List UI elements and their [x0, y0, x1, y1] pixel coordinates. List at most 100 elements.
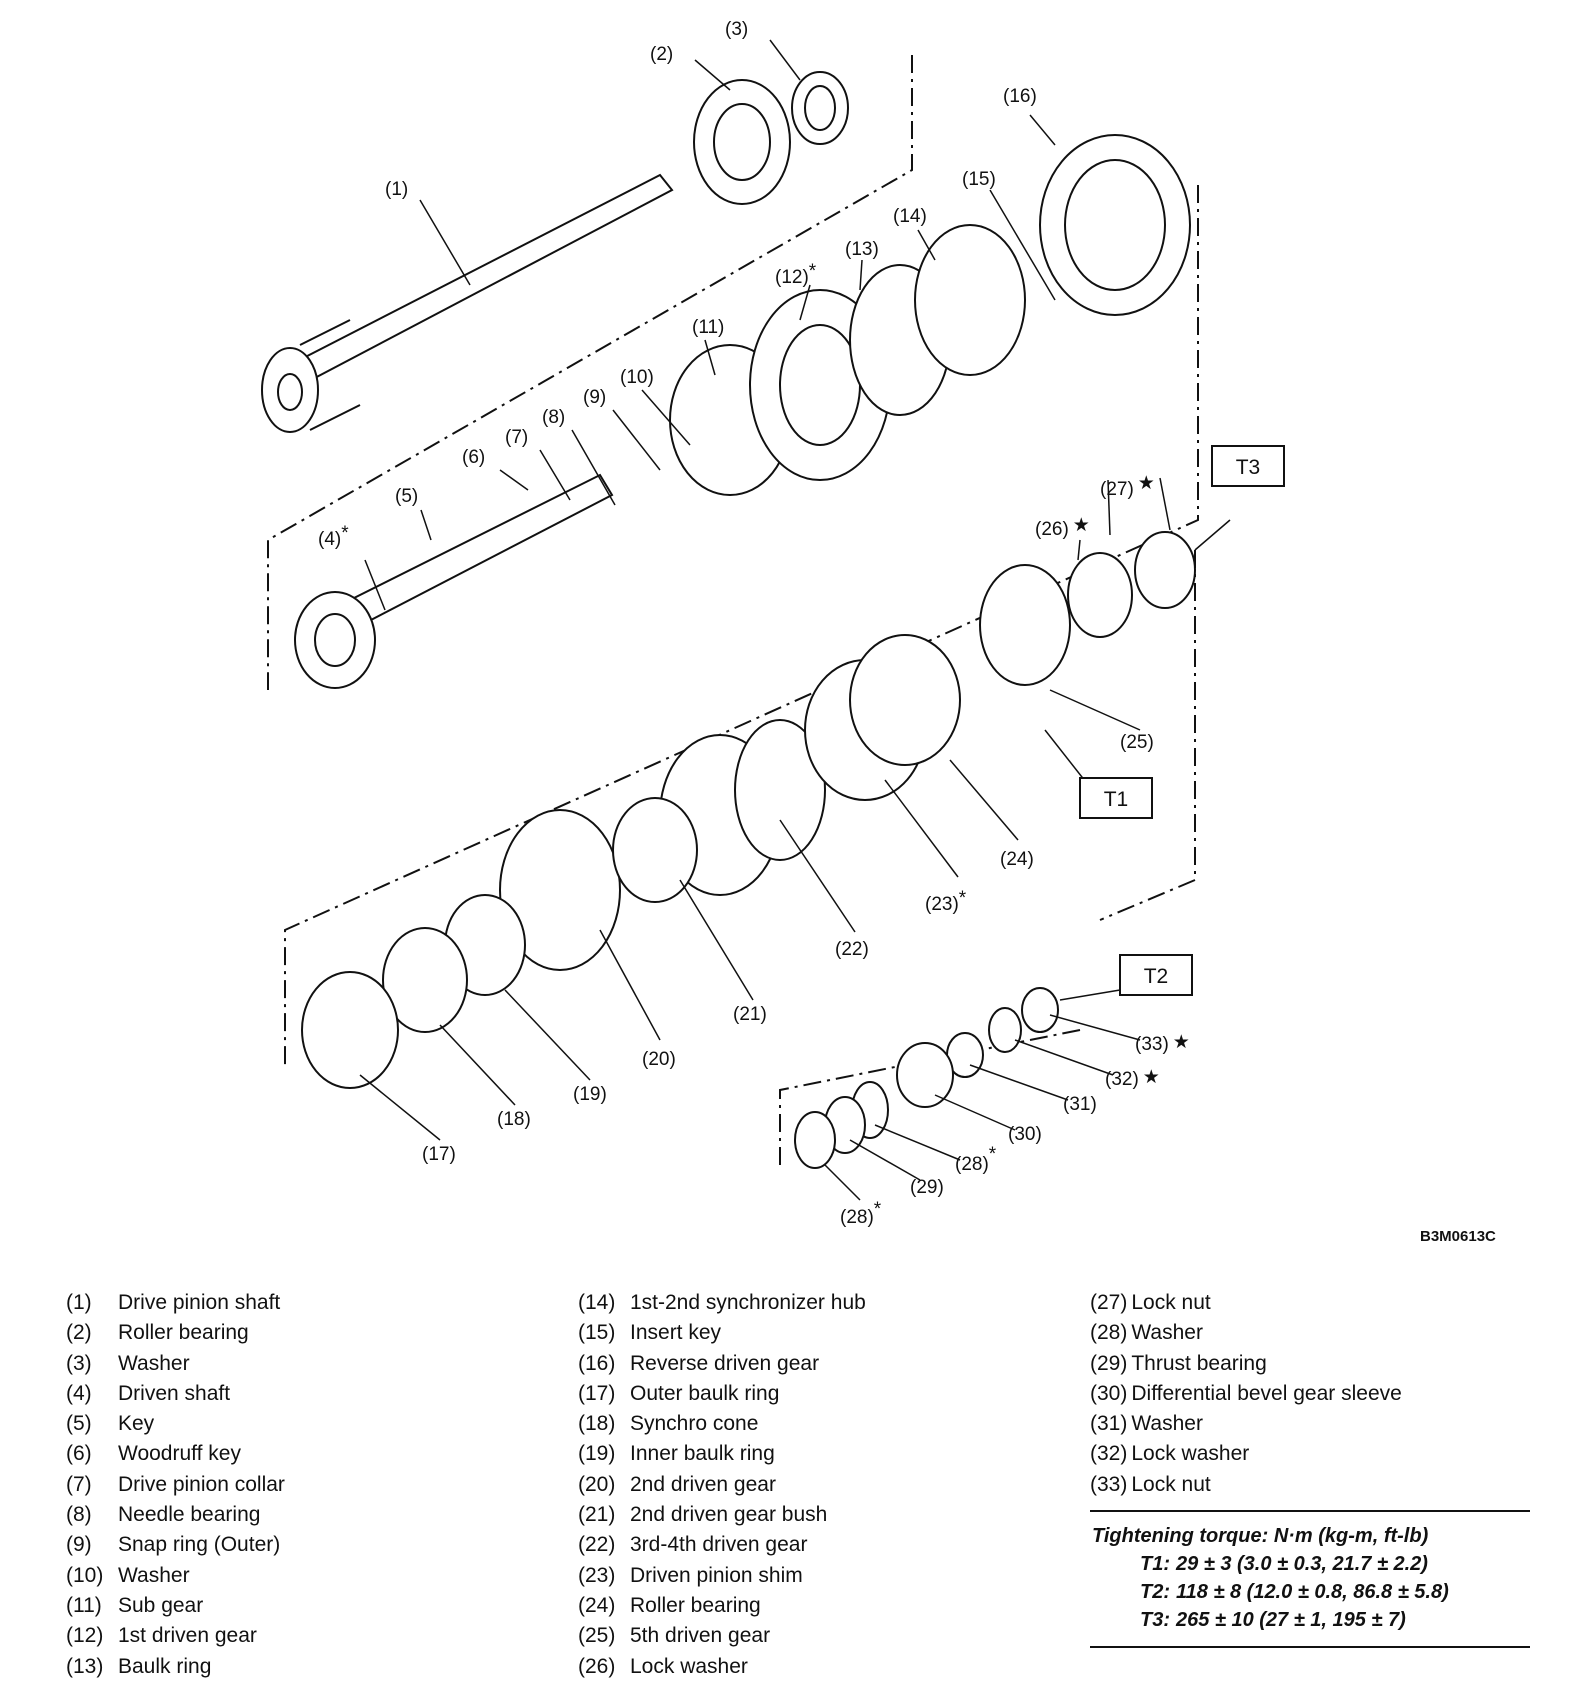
legend-item: (28)Washer — [1090, 1318, 1402, 1348]
callout-14: (14) — [893, 206, 927, 227]
torque-heading: Tightening torque: N·m (kg-m, ft-lb) — [1092, 1525, 1429, 1547]
legend-name: Snap ring (Outer) — [118, 1533, 281, 1557]
legend-item: (16)Reverse driven gear — [578, 1349, 866, 1379]
legend-num: (4) — [66, 1381, 92, 1405]
legend-num: (11) — [66, 1593, 102, 1617]
legend-item: (4)Driven shaft — [66, 1379, 285, 1409]
legend-name: Baulk ring — [118, 1654, 212, 1678]
torque-box-label: T1 — [1104, 788, 1129, 811]
legend-item: (14)1st-2nd synchronizer hub — [578, 1288, 866, 1318]
legend-item: (23)Driven pinion shim — [578, 1561, 866, 1591]
legend-name: Drive pinion collar — [118, 1472, 285, 1496]
legend-num: (12) — [66, 1624, 104, 1648]
legend-num: (22) — [578, 1533, 616, 1557]
callout-27: (27)★ — [1100, 473, 1155, 500]
legend-num: (33) — [1090, 1472, 1128, 1496]
legend-item: (19) Inner baulk ring — [578, 1439, 866, 1469]
callout-5: (5) — [395, 486, 418, 507]
torque-value: 265 ± 10 (27 ± 1, 195 ± 7) — [1176, 1609, 1406, 1631]
legend-num: (1) — [66, 1291, 92, 1314]
legend-item: (1)Drive pinion shaft — [66, 1288, 285, 1318]
legend-num: (6) — [66, 1442, 92, 1466]
callout-19: (19) — [573, 1084, 607, 1105]
legend-name: Washer — [118, 1563, 190, 1587]
callout-33: (33)★ — [1135, 1032, 1190, 1055]
legend-item: (7) Drive pinion collar — [66, 1470, 285, 1500]
legend-item: (3)Washer — [66, 1349, 285, 1379]
legend-num: (27) — [1090, 1291, 1128, 1314]
driven-shaft — [294, 473, 614, 689]
legend-item: (2) Roller bearing — [66, 1318, 285, 1348]
legend-name: Reverse driven gear — [630, 1351, 820, 1375]
legend-item: (26) Lock washer — [578, 1652, 866, 1682]
legend-item: (5) Key — [66, 1409, 285, 1439]
callout-16: (16) — [1003, 86, 1037, 107]
callout-30: (30) — [1008, 1124, 1042, 1145]
figure-id: B3M0613C — [1420, 1228, 1496, 1245]
legend-num: (29) — [1090, 1351, 1128, 1375]
legend-item: (12)1st driven gear — [66, 1621, 285, 1651]
legend-column-1: (1)Drive pinion shaft (2)Roller bearing … — [66, 1288, 285, 1682]
callout-12: (12)* — [775, 261, 817, 288]
legend-num: (13) — [66, 1654, 104, 1678]
legend-num: (30) — [1090, 1381, 1128, 1405]
gear-cluster-upper — [669, 134, 1191, 496]
legend-item: (11)Sub gear — [66, 1591, 285, 1621]
torque-row: T1:29 ± 3 (3.0 ± 0.3, 21.7 ± 2.2) — [1140, 1550, 1530, 1578]
legend-name: Roller bearing — [118, 1321, 249, 1345]
legend-item: (18)Synchro cone — [578, 1409, 866, 1439]
legend-name: 2nd driven gear bush — [630, 1503, 828, 1527]
legend-item: (6)Woodruff key — [66, 1439, 285, 1469]
legend-name: Lock washer — [1131, 1442, 1250, 1466]
torque-key: T3: — [1140, 1609, 1170, 1631]
callout-25: (25) — [1120, 732, 1154, 753]
legend-name: Key — [118, 1412, 155, 1436]
callout-22: (22) — [835, 939, 869, 960]
legend-name: Lock nut — [1131, 1291, 1211, 1314]
callout-29: (29) — [910, 1177, 944, 1198]
callout-24: (24) — [1000, 849, 1034, 870]
callout-13: (13) — [845, 239, 879, 260]
callout-labels: (1) (2) (3) (4)* (5) (6) (7) (8) (9) (10… — [318, 19, 1190, 1228]
callout-31: (31) — [1063, 1094, 1097, 1115]
callout-8: (8) — [542, 407, 565, 428]
callout-23: (23)* — [925, 888, 967, 915]
legend-name: Lock washer — [630, 1654, 748, 1678]
legend-num: (9) — [66, 1533, 92, 1557]
callout-2: (2) — [650, 44, 673, 65]
drive-pinion-shaft — [261, 173, 674, 433]
torque-value: 118 ± 8 (12.0 ± 0.8, 86.8 ± 5.8) — [1176, 1581, 1449, 1603]
torque-box-label: T3 — [1236, 456, 1261, 479]
leader-lines — [359, 39, 1231, 1201]
torque-box-t1: T1 — [1079, 777, 1153, 819]
legend-item: (8)Needle bearing — [66, 1500, 285, 1530]
legend-name: Differential bevel gear sleeve — [1131, 1381, 1402, 1405]
legend-num: (31) — [1090, 1412, 1128, 1436]
legend-num: (7) — [66, 1472, 92, 1496]
legend-item: (25)5th driven gear — [578, 1621, 866, 1651]
callout-3: (3) — [725, 19, 748, 40]
legend-name: 2nd driven gear — [630, 1472, 776, 1496]
legend-num: (5) — [66, 1412, 92, 1436]
legend-num: (2) — [66, 1321, 92, 1345]
legend-num: (21) — [578, 1503, 616, 1527]
legend-name: Inner baulk ring — [630, 1442, 775, 1466]
legend-name: Washer — [118, 1351, 190, 1375]
legend-item: (30)Differential bevel gear sleeve — [1090, 1379, 1402, 1409]
torque-value: 29 ± 3 (3.0 ± 0.3, 21.7 ± 2.2) — [1176, 1553, 1428, 1575]
legend-num: (26) — [578, 1654, 616, 1678]
legend-num: (17) — [578, 1381, 616, 1405]
legend-item: (9) Snap ring (Outer) — [66, 1530, 285, 1560]
torque-box-t2: T2 — [1119, 954, 1193, 996]
legend-name: Insert key — [630, 1321, 722, 1345]
legend-num: (8) — [66, 1503, 92, 1527]
legend-num: (19) — [578, 1442, 616, 1466]
callout-26: (26)★ — [1035, 515, 1090, 540]
callout-6: (6) — [462, 447, 485, 468]
legend-name: Driven pinion shim — [630, 1563, 803, 1587]
callout-21: (21) — [733, 1004, 767, 1025]
callout-15: (15) — [962, 169, 996, 190]
legend-item: (15)Insert key — [578, 1318, 866, 1348]
gear-cluster-lower — [301, 797, 698, 1089]
legend-name: 1st-2nd synchronizer hub — [630, 1291, 866, 1314]
